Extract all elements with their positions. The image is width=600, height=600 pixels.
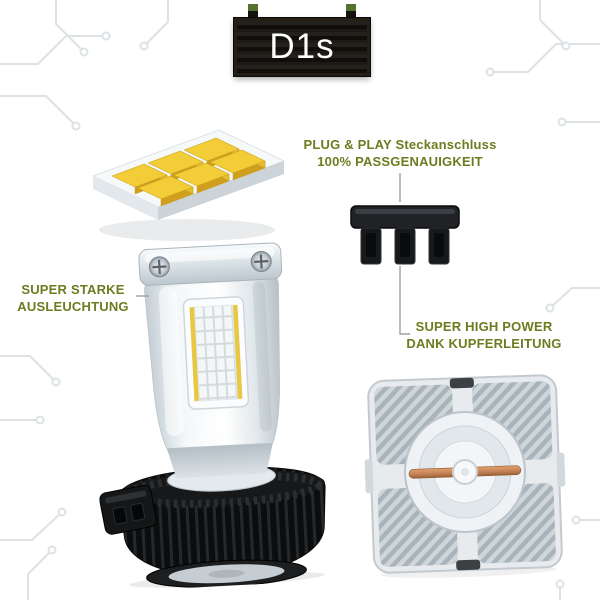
callout-plug: PLUG & PLAY Steckanschluss 100% PASSGENA… <box>300 136 500 170</box>
callout-plug-line1: PLUG & PLAY Steckanschluss <box>303 137 497 152</box>
screw-icon <box>148 251 272 278</box>
bulb-connector-tab <box>99 484 157 535</box>
model-label: D1s <box>269 27 335 66</box>
callout-beam-line2: AUSLEUCHTUNG <box>17 299 129 315</box>
heatsink-base-illustration <box>364 374 566 578</box>
callout-beam-line1: SUPER STARKE <box>21 282 125 297</box>
sign-post-left <box>248 4 258 22</box>
sign-post-cap <box>346 4 356 11</box>
callout-plug-line2: 100% PASSGENAUIGKEIT <box>317 154 483 170</box>
led-chip-module-illustration <box>91 129 286 241</box>
callout-power-line2: DANK KUPFERLEITUNG <box>406 336 562 352</box>
led-bulb-illustration <box>99 242 326 588</box>
callout-beam: SUPER STARKE AUSLEUCHTUNG <box>6 281 140 315</box>
callout-power-line1: SUPER HIGH POWER <box>415 319 553 334</box>
sign-post-cap <box>248 4 258 11</box>
model-plate: D1s <box>234 18 370 76</box>
callout-power: SUPER HIGH POWER DANK KUPFERLEITUNG <box>398 318 570 352</box>
plug-connector-illustration <box>350 205 460 265</box>
sign-post-right <box>346 4 356 22</box>
